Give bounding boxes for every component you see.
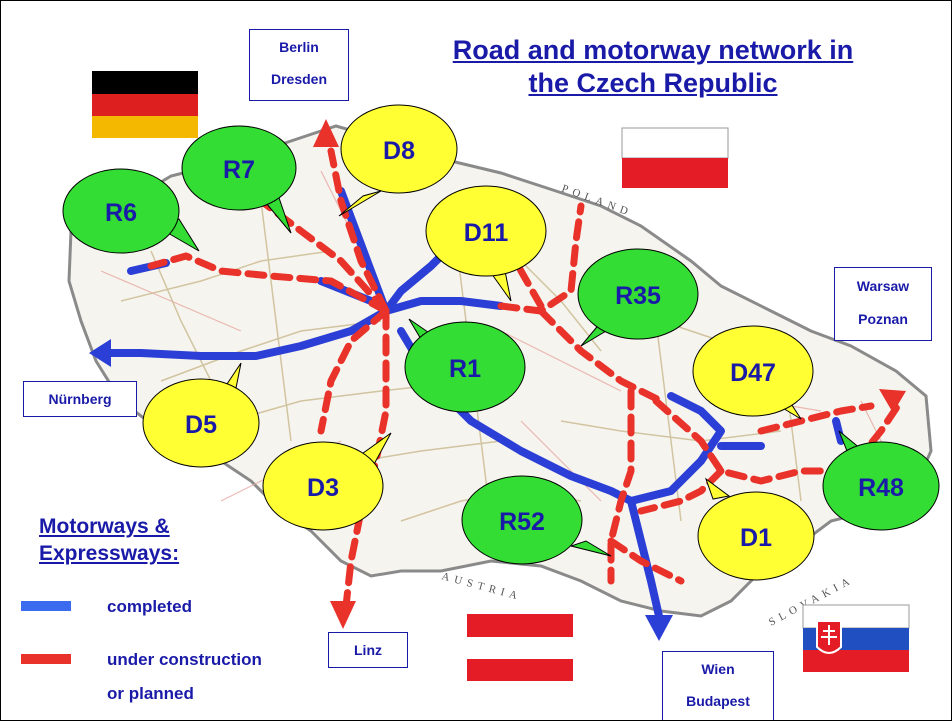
bubble-D47: D47 [692,325,814,420]
legend-heading-line-1: Motorways & [39,515,170,538]
legend-or-planned-label: or planned [107,684,194,703]
legend-completed-label: completed [107,597,193,616]
city-berlin: Berlin [279,39,319,55]
bubble-D3: D3 [262,432,392,531]
berlin-dresden-box: Berlin Dresden [249,29,349,101]
bubble-R48: R48 [822,430,940,531]
road-label-D3: D3 [307,474,339,502]
city-warsaw: Warsaw [856,278,910,294]
bubble-R52: R52 [461,475,612,565]
city-nurnberg: Nürnberg [48,391,112,407]
warsaw-poznan-box: Warsaw Poznan [834,267,932,341]
poland-flag [621,127,729,188]
poland-arrow-icon [879,389,906,413]
city-dresden: Dresden [270,71,328,87]
city-budapest: Budapest [686,693,750,709]
austria-label: AUSTRIA [440,570,523,603]
bubble-D8: D8 [338,104,458,217]
road-label-D8: D8 [383,137,415,165]
linz-box: Linz [328,632,408,668]
austria-flag [467,614,573,681]
road-label-R1: R1 [449,355,481,383]
nurnberg-arrow-icon [89,339,111,367]
legend-heading: Motorways & Expressways: [39,513,179,567]
linz-arrow-icon [330,601,356,629]
legend-completed-swatch [21,601,71,611]
road-label-D5: D5 [185,411,217,439]
road-label-R35: R35 [615,282,661,310]
nurnberg-box: Nürnberg [23,381,137,417]
road-label-R52: R52 [499,508,545,536]
page-title: Road and motorway network in the Czech R… [393,34,913,100]
bubble-R1: R1 [404,318,526,413]
city-linz: Linz [354,642,382,658]
road-label-R7: R7 [223,156,255,184]
bubble-D11: D11 [425,185,547,302]
wien-budapest-box: Wien Budapest [662,651,774,720]
bubble-R6: R6 [62,168,200,254]
legend-under-construction-label: under construction [107,650,262,669]
title-line-2: the Czech Republic [528,68,778,98]
wien-arrow-icon [645,615,673,641]
legend-planned-swatch [21,654,71,664]
bubble-D1: D1 [697,477,815,581]
title-line-1: Road and motorway network in [452,35,854,65]
road-label-R6: R6 [105,199,137,227]
road-label-D11: D11 [464,219,509,247]
city-poznan: Poznan [858,311,908,327]
planned-roads [147,147,905,610]
city-wien: Wien [701,661,735,677]
bubble-D5: D5 [142,362,260,468]
road-label-D47: D47 [730,359,776,387]
road-label-R48: R48 [858,474,904,502]
berlin-arrow-icon [313,119,339,147]
road-label-D1: D1 [740,524,772,552]
legend-heading-line-2: Expressways: [39,542,180,565]
bubble-R7: R7 [181,125,297,234]
bubble-R35: R35 [577,248,699,347]
slovakia-flag [802,604,910,672]
germany-flag [92,71,198,138]
